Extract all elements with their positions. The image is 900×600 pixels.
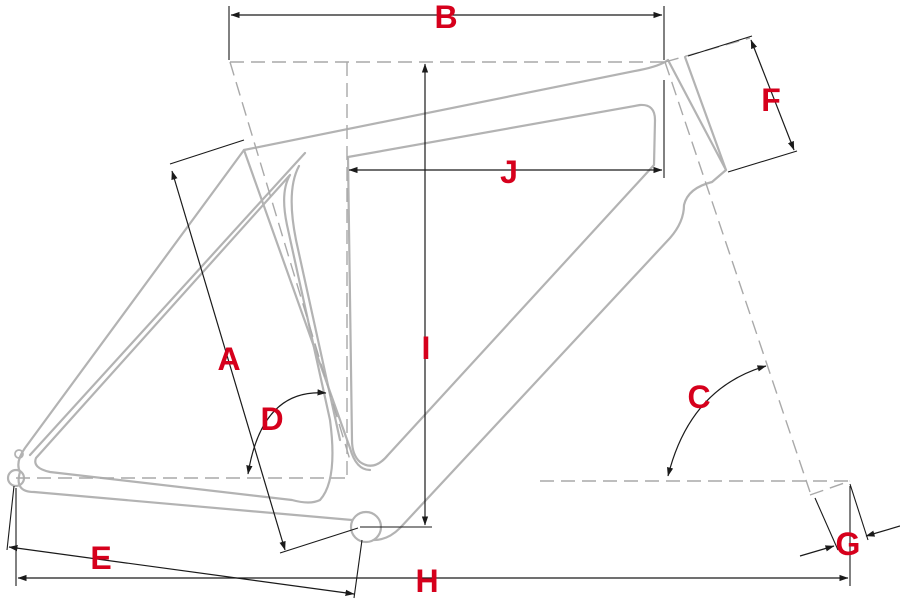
label-j: J	[500, 154, 518, 190]
label-g: G	[836, 526, 861, 562]
dimension-f-line	[750, 39, 795, 151]
steering-axis-dash	[664, 61, 811, 493]
dimension-g-arrow-left	[799, 545, 835, 557]
down-tube-outline	[372, 58, 728, 542]
dimension-lines	[6, 6, 900, 599]
label-e: E	[90, 540, 111, 576]
label-a: A	[217, 341, 240, 377]
rear-triangle-inner	[34, 173, 334, 504]
top-tube-outline	[242, 58, 670, 152]
seat-stay-inner-2	[290, 164, 342, 442]
label-b: B	[434, 0, 457, 35]
label-d: D	[260, 401, 283, 437]
label-i: I	[422, 330, 431, 366]
label-c: C	[687, 379, 710, 415]
head-tube-outline	[683, 55, 728, 172]
dimension-a-line	[171, 170, 286, 551]
bike-frame	[6, 55, 728, 544]
main-triangle-inner	[346, 103, 657, 467]
chain-stay-outline	[17, 470, 354, 522]
fork-dash	[809, 480, 851, 496]
seat-tube-outline	[242, 148, 372, 472]
angle-c-arc	[667, 365, 767, 477]
dimension-g-arrow-right	[865, 525, 900, 537]
label-h: H	[415, 563, 438, 599]
angle-d-arc	[246, 389, 327, 475]
label-f: F	[761, 82, 781, 118]
seat-angle-dash	[229, 61, 351, 461]
construction-lines	[16, 37, 851, 496]
seat-stay-outline	[17, 148, 246, 474]
dimension-labels: B J I A D F C E H G	[90, 0, 860, 599]
dimension-e-line	[8, 545, 355, 596]
rear-axle-hole	[14, 449, 24, 459]
